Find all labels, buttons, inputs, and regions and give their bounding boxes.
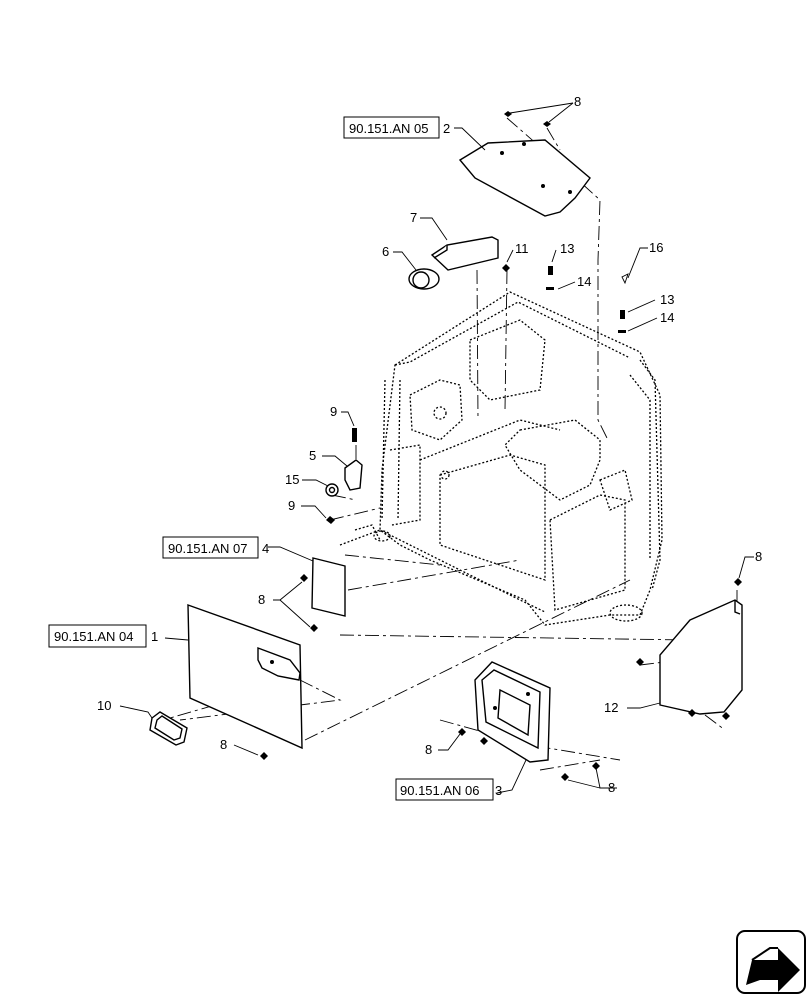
callout-12[interactable]: 12 [604, 700, 618, 715]
callout-14[interactable]: 14 [660, 310, 674, 325]
callout-8[interactable]: 8 [220, 737, 227, 752]
callout-6[interactable]: 6 [382, 244, 389, 259]
part-15-nut [325, 483, 339, 497]
ref-item-an07: 4 [262, 541, 269, 556]
leader-lines [119, 102, 754, 794]
part-6-cap [408, 268, 440, 290]
callout-7[interactable]: 7 [410, 210, 417, 225]
part-2-top-plate [458, 139, 591, 217]
callout-5[interactable]: 5 [309, 448, 316, 463]
callout-8[interactable]: 8 [574, 94, 581, 109]
ref-box-an04[interactable]: 90.151.AN 04 1 [48, 624, 158, 648]
ref-box-an05[interactable]: 90.151.AN 05 2 [343, 116, 450, 139]
callout-15[interactable]: 15 [285, 472, 299, 487]
callout-8[interactable]: 8 [608, 780, 615, 795]
part-12-right-panel [659, 599, 743, 715]
part-4-panel [311, 557, 346, 617]
ref-code-an04: 90.151.AN 04 [54, 629, 134, 644]
callout-9[interactable]: 9 [330, 404, 337, 419]
callouts: 8 7 6 11 13 14 16 13 14 9 5 15 9 8 8 10 … [97, 94, 762, 795]
callout-8[interactable]: 8 [755, 549, 762, 564]
part-10-gasket [149, 711, 188, 746]
callout-14[interactable]: 14 [577, 274, 591, 289]
ref-code-an05: 90.151.AN 05 [349, 121, 429, 136]
callout-10[interactable]: 10 [97, 698, 111, 713]
ref-item-an06: 3 [495, 783, 502, 798]
chassis-frame [339, 291, 663, 626]
ref-item-an05: 2 [443, 121, 450, 136]
ref-code-an06: 90.151.AN 06 [400, 783, 480, 798]
callout-16[interactable]: 16 [649, 240, 663, 255]
callout-13[interactable]: 13 [660, 292, 674, 307]
fasteners [260, 111, 742, 781]
ref-box-an06[interactable]: 90.151.AN 06 3 [395, 778, 502, 801]
callout-8[interactable]: 8 [425, 742, 432, 757]
ref-box-an07[interactable]: 90.151.AN 07 4 [162, 536, 269, 559]
ref-code-an07: 90.151.AN 07 [168, 541, 248, 556]
part-3-housing [474, 661, 551, 763]
callout-9[interactable]: 9 [288, 498, 295, 513]
callout-11[interactable]: 11 [515, 241, 529, 256]
callout-8[interactable]: 8 [258, 592, 265, 607]
part-7-box [430, 236, 499, 271]
arrow-nav-icon[interactable] [736, 930, 806, 994]
ref-item-an04: 1 [151, 629, 158, 644]
part-5-bracket [344, 459, 363, 491]
callout-13[interactable]: 13 [560, 241, 574, 256]
part-1-left-panel [187, 603, 303, 750]
